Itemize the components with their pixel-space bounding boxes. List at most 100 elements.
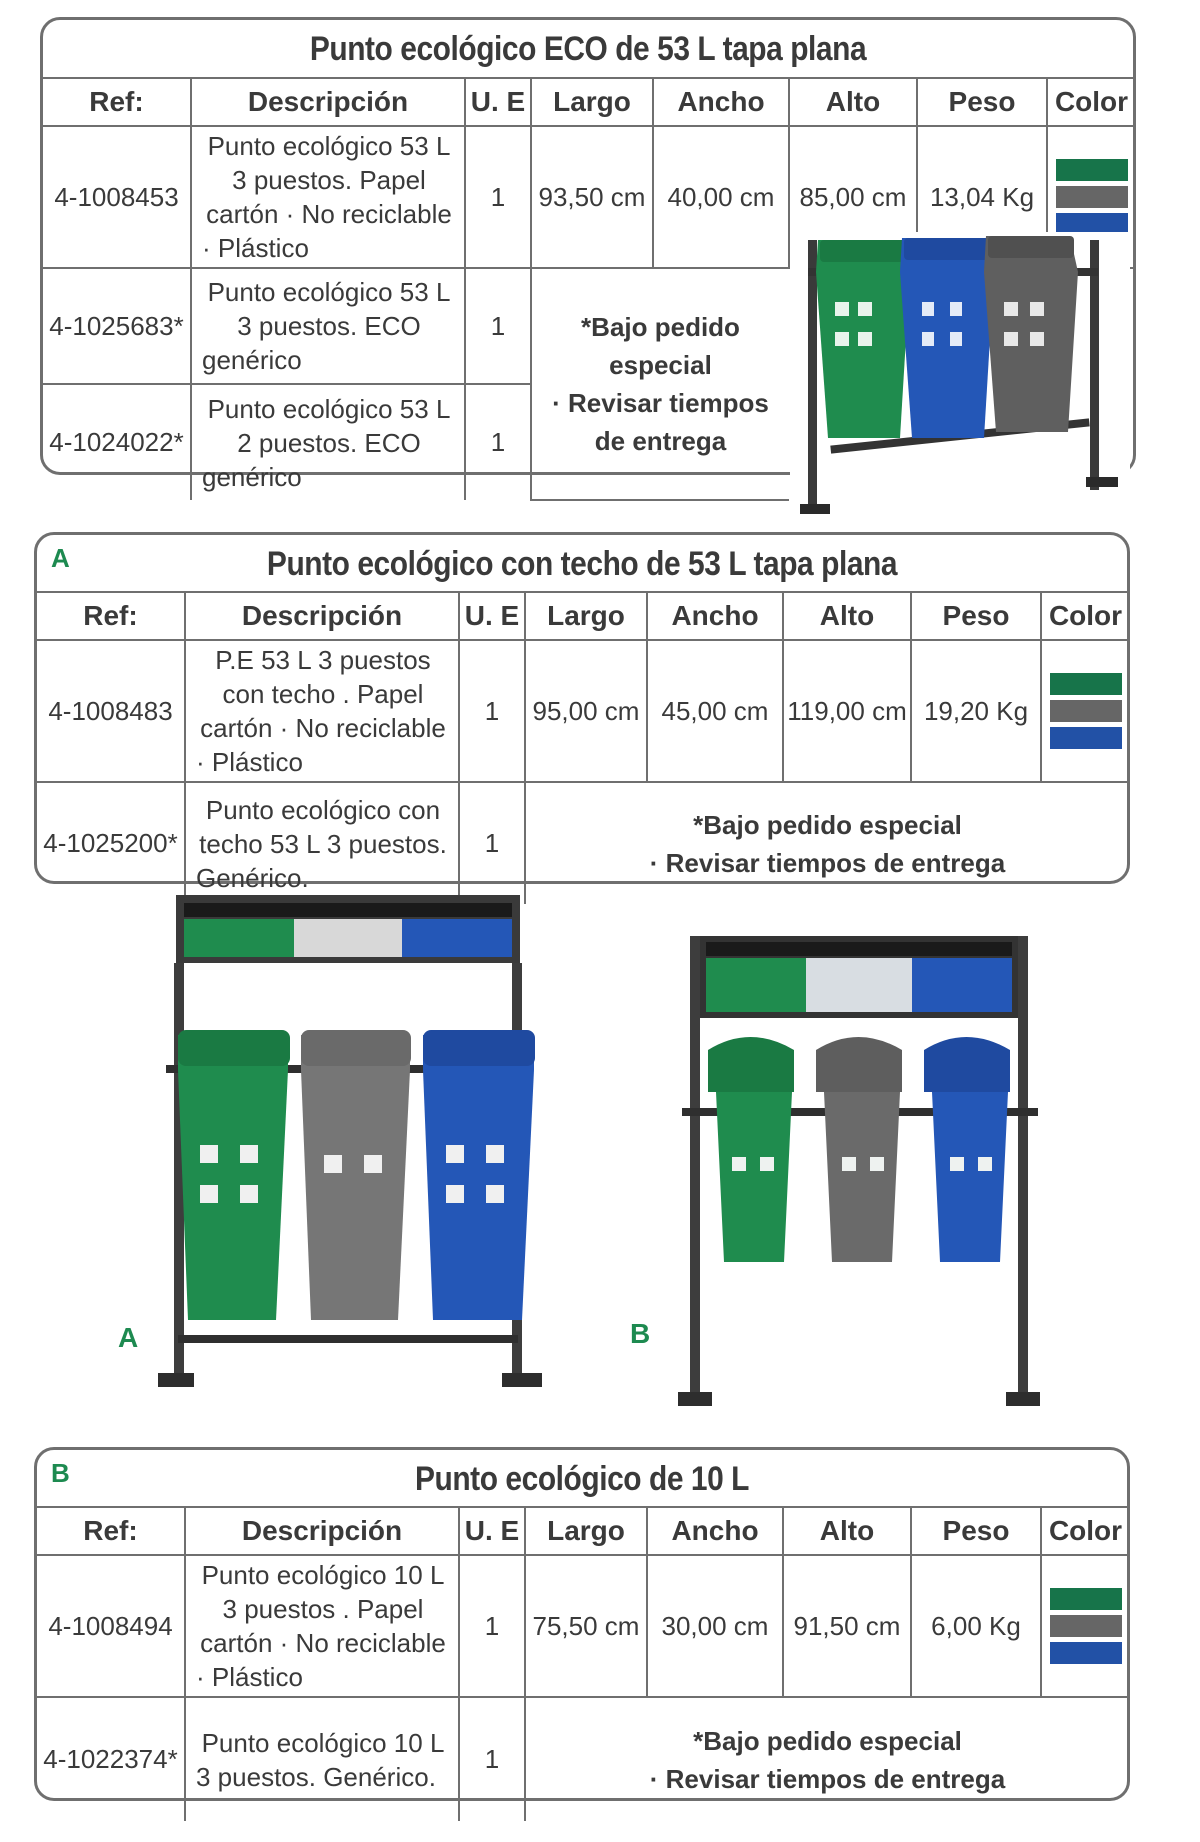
peso-cell: 19,20 Kg bbox=[910, 639, 1042, 783]
desc-cell: Punto ecológico 53 L 3 puestos. ECO gené… bbox=[190, 267, 466, 385]
color-swatch-blue bbox=[1055, 213, 1128, 235]
table-row: 4-1025683* Punto ecológico 53 L 3 puesto… bbox=[43, 267, 1135, 501]
spec-table: Ref: Descripción U. E Largo Ancho Alto P… bbox=[37, 591, 1129, 904]
desc-cell: Punto ecológico con techo 53 L 3 puestos… bbox=[184, 781, 460, 904]
header-ancho: Ancho bbox=[646, 591, 784, 641]
header-color: Color bbox=[1040, 591, 1129, 641]
section-letter: A bbox=[51, 543, 70, 573]
spec-table: Ref: Descripción U. E Largo Ancho Alto P… bbox=[37, 1506, 1129, 1821]
table-row: 4-1024022* Punto ecológico 53 L 2 puesto… bbox=[43, 383, 1135, 500]
header-largo: Largo bbox=[524, 591, 648, 641]
desc-cell: Punto ecológico 53 L 3 puestos. Papel ca… bbox=[190, 125, 466, 269]
panel-title: Punto ecológico con techo de 53 L tapa p… bbox=[266, 545, 898, 583]
header-ue: U. E bbox=[458, 591, 526, 641]
header-peso: Peso bbox=[910, 1506, 1042, 1556]
ref-cell: 4-1022374* bbox=[37, 1696, 186, 1821]
note-line: · Revisar tiempos de entrega bbox=[649, 847, 1006, 878]
header-ref: Ref: bbox=[37, 591, 186, 641]
header-descripcion: Descripción bbox=[190, 77, 466, 127]
color-cell bbox=[1040, 1554, 1129, 1698]
header-ancho: Ancho bbox=[646, 1506, 784, 1556]
ref-cell: 4-1025200* bbox=[37, 781, 186, 904]
special-order-note: *Bajo pedido especial · Revisar tiempos … bbox=[524, 781, 1129, 904]
header-peso: Peso bbox=[916, 77, 1048, 127]
panel-title: Punto ecológico de 10 L bbox=[414, 1460, 750, 1498]
desc-cell: Punto ecológico 53 L 2 puestos. ECO gené… bbox=[190, 383, 466, 500]
header-largo: Largo bbox=[524, 1506, 648, 1556]
special-order-note: *Bajo pedido especial · Revisar tiempos … bbox=[530, 267, 789, 501]
color-swatch-gray bbox=[1049, 1615, 1122, 1637]
note-line: especial bbox=[609, 350, 712, 380]
ue-cell: 1 bbox=[458, 781, 526, 904]
ue-cell: 1 bbox=[464, 267, 532, 385]
color-cell bbox=[1040, 639, 1129, 783]
peso-cell: 6,00 Kg bbox=[910, 1554, 1042, 1698]
header-largo: Largo bbox=[530, 77, 654, 127]
note-line: *Bajo pedido especial bbox=[693, 1725, 962, 1756]
spec-table: Ref: Descripción U. E Largo Ancho Alto P… bbox=[43, 77, 1135, 501]
desc-cell: P.E 53 L 3 puestos con techo . Papel car… bbox=[184, 639, 460, 783]
ref-cell: 4-1008494 bbox=[37, 1554, 186, 1698]
header-ue: U. E bbox=[458, 1506, 526, 1556]
header-ancho: Ancho bbox=[652, 77, 790, 127]
color-swatch-gray bbox=[1055, 186, 1128, 208]
ref-cell: 4-1025683* bbox=[43, 267, 192, 385]
largo-cell: 93,50 cm bbox=[530, 125, 654, 269]
ref-cell: 4-1008453 bbox=[43, 125, 192, 269]
ue-cell: 1 bbox=[458, 1696, 526, 1821]
panel-title: Punto ecológico ECO de 53 L tapa plana bbox=[309, 30, 867, 68]
product-photo-eco-53l bbox=[790, 232, 1130, 522]
table-row: 4-1008453 Punto ecológico 53 L 3 puestos… bbox=[43, 125, 1135, 269]
note-line: *Bajo pedido bbox=[581, 312, 740, 342]
panel-techo-53l: A Punto ecológico con techo de 53 L tapa… bbox=[34, 532, 1130, 904]
header-descripcion: Descripción bbox=[184, 1506, 460, 1556]
panel-10l: B Punto ecológico de 10 L Ref: Descripci… bbox=[34, 1447, 1130, 1821]
ue-cell: 1 bbox=[464, 383, 531, 500]
header-color: Color bbox=[1040, 1506, 1129, 1556]
desc-cell: Punto ecológico 10 L 3 puestos . Papel c… bbox=[184, 1554, 460, 1698]
color-swatch-gray bbox=[1049, 700, 1122, 722]
alto-cell: 91,50 cm bbox=[782, 1554, 912, 1698]
alto-cell: 119,00 cm bbox=[782, 639, 912, 783]
table-row: 4-1008494 Punto ecológico 10 L 3 puestos… bbox=[37, 1554, 1129, 1698]
note-line: · Revisar tiempos bbox=[552, 388, 769, 418]
header-color: Color bbox=[1046, 77, 1135, 127]
panel-eco-53l: Punto ecológico ECO de 53 L tapa plana R… bbox=[40, 17, 1136, 501]
header-ref: Ref: bbox=[43, 77, 192, 127]
header-ref: Ref: bbox=[37, 1506, 186, 1556]
note-line: *Bajo pedido especial bbox=[693, 809, 962, 840]
ancho-cell: 40,00 cm bbox=[652, 125, 790, 269]
ue-cell: 1 bbox=[464, 125, 532, 269]
color-swatch-green bbox=[1049, 673, 1122, 695]
table-row: 4-1025200* Punto ecológico con techo 53 … bbox=[37, 781, 1129, 904]
table-row: 4-1008483 P.E 53 L 3 puestos con techo .… bbox=[37, 639, 1129, 783]
special-order-note: *Bajo pedido especial · Revisar tiempos … bbox=[524, 1696, 1129, 1821]
ref-cell: 4-1008483 bbox=[37, 639, 186, 783]
table-row: 4-1022374* Punto ecológico 10 L 3 puesto… bbox=[37, 1696, 1129, 1821]
photo-label-b: B bbox=[630, 1318, 651, 1349]
largo-cell: 75,50 cm bbox=[524, 1554, 648, 1698]
largo-cell: 95,00 cm bbox=[524, 639, 648, 783]
ancho-cell: 45,00 cm bbox=[646, 639, 784, 783]
color-swatch-blue bbox=[1049, 727, 1122, 749]
header-descripcion: Descripción bbox=[184, 591, 460, 641]
desc-cell: Punto ecológico 10 L 3 puestos. Genérico… bbox=[184, 1696, 460, 1821]
note-line: de entrega bbox=[594, 426, 727, 456]
color-swatch-green bbox=[1049, 1588, 1122, 1610]
header-alto: Alto bbox=[782, 591, 912, 641]
ref-cell: 4-1024022* bbox=[43, 383, 192, 500]
header-ue: U. E bbox=[464, 77, 532, 127]
header-alto: Alto bbox=[782, 1506, 912, 1556]
product-photo-b-10l bbox=[678, 936, 1040, 1406]
ancho-cell: 30,00 cm bbox=[646, 1554, 784, 1698]
photo-label-a: A bbox=[118, 1322, 139, 1353]
header-peso: Peso bbox=[910, 591, 1042, 641]
ue-cell: 1 bbox=[458, 1554, 526, 1698]
header-alto: Alto bbox=[788, 77, 918, 127]
product-photo-a-techo bbox=[158, 895, 542, 1387]
section-letter: B bbox=[51, 1458, 70, 1488]
ue-cell: 1 bbox=[458, 639, 526, 783]
color-swatch-green bbox=[1055, 159, 1128, 181]
note-line: · Revisar tiempos de entrega bbox=[649, 1763, 1006, 1794]
color-swatch-blue bbox=[1049, 1642, 1122, 1664]
